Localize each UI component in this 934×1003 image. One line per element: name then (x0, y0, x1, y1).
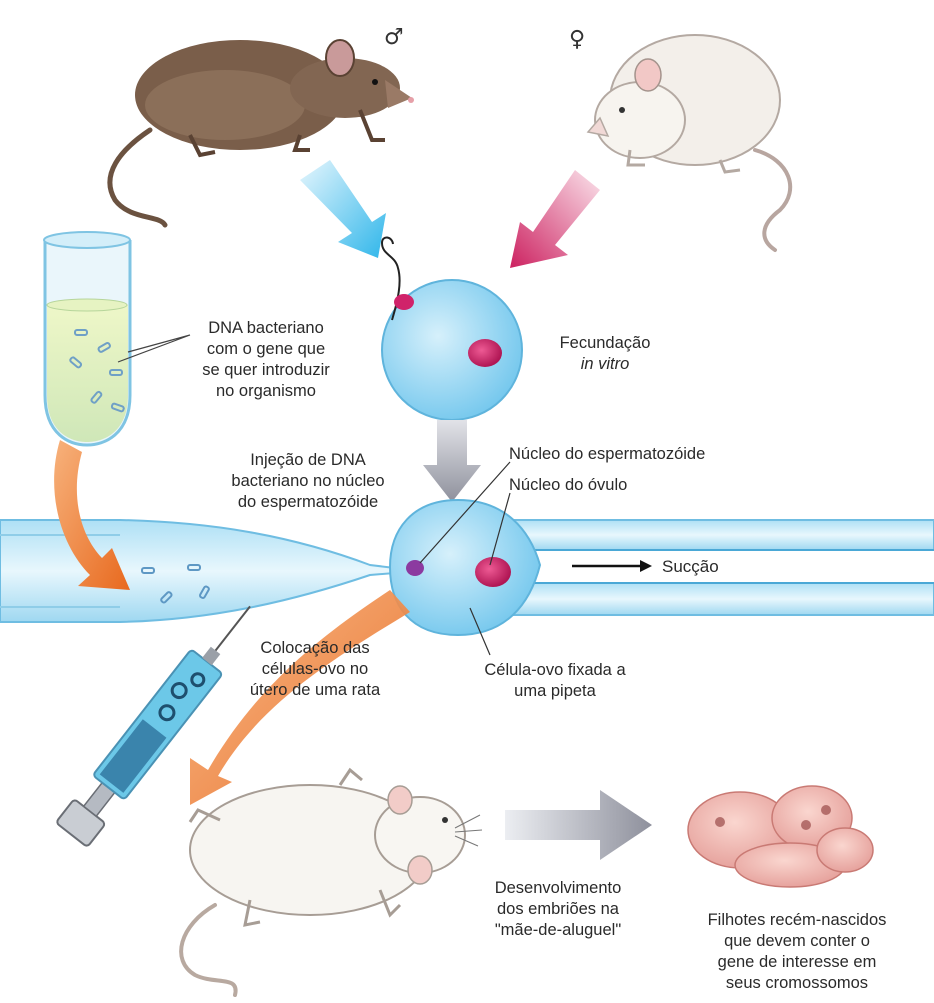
colocacao-label: Colocação das células-ovo no útero de um… (220, 638, 410, 701)
surrogate-rat-illustration (181, 770, 482, 995)
nucleo-espermatozoide-label: Núcleo do espermatozóide (509, 444, 705, 465)
filhotes-label: Filhotes recém-nascidos que devem conter… (672, 910, 922, 994)
nucleo-ovulo-label: Núcleo do óvulo (509, 475, 627, 496)
holding-pipette (512, 520, 934, 615)
fertilization-egg-cell (382, 237, 522, 420)
celula-ovo-label: Célula-ovo fixada a uma pipeta (450, 660, 660, 702)
desenvolvimento-label: Desenvolvimento dos embriões na "mãe-de-… (468, 878, 648, 941)
newborn-pups-illustration (688, 786, 873, 887)
dna-bacteriano-label: DNA bacteriano com o gene que se quer in… (176, 318, 356, 402)
male-symbol: ♂ (384, 25, 404, 50)
injection-pipette (0, 520, 395, 622)
gray-right-arrow (505, 790, 652, 860)
suction-arrow (572, 560, 652, 572)
gray-down-arrow (423, 420, 481, 502)
fecundacao-label: Fecundação in vitro (540, 333, 670, 375)
female-symbol: ♀ (569, 27, 585, 52)
succao-label: Sucção (662, 556, 719, 577)
female-rat-illustration (588, 35, 790, 250)
injecao-label: Injeção de DNA bacteriano no núcleo do e… (208, 450, 408, 513)
test-tube (44, 232, 130, 445)
blue-arrow (300, 160, 386, 258)
male-rat-illustration (110, 40, 414, 225)
magenta-arrow (510, 170, 600, 268)
